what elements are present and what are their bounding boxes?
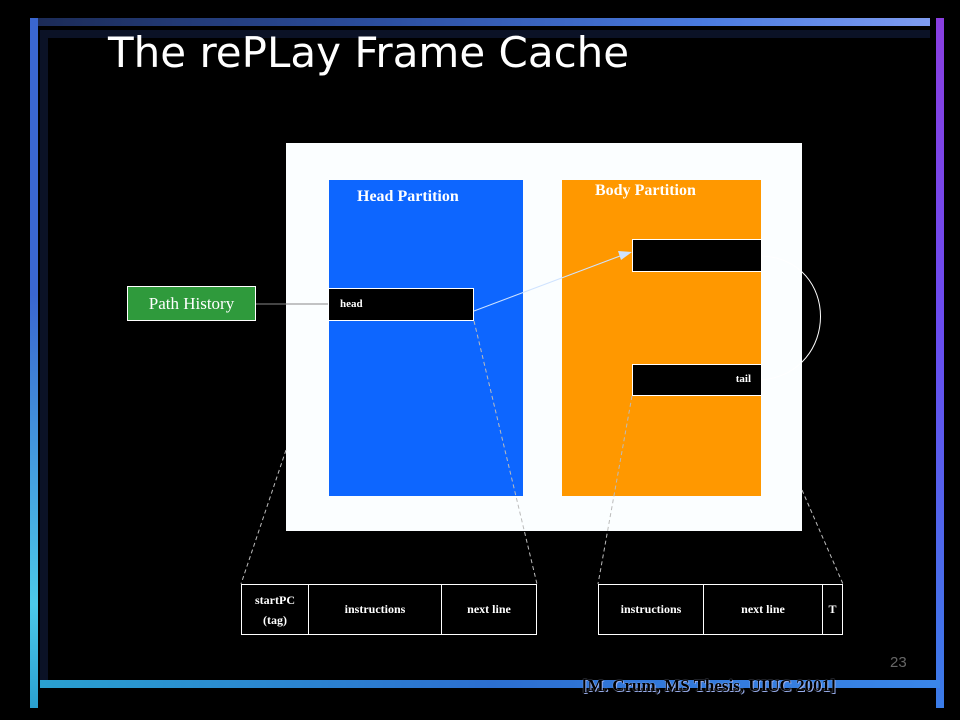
head-partition xyxy=(329,180,523,496)
startpc-field: startPC (tag) xyxy=(242,585,309,634)
body-partition-title: Body Partition xyxy=(595,182,696,199)
startpc-label: startPC xyxy=(255,592,295,607)
frame-shadow-top xyxy=(40,30,930,38)
dash-head-right xyxy=(473,320,538,585)
frame-shadow-left xyxy=(40,30,48,680)
instructions-field: instructions xyxy=(309,585,442,634)
next-line-field: next line xyxy=(704,585,823,634)
next-line-field: next line xyxy=(467,602,511,616)
dash-head-left xyxy=(240,449,287,585)
frame-bar-right xyxy=(936,18,944,708)
tail-slot: tail xyxy=(632,364,762,396)
head-to-body-arrow xyxy=(473,255,621,312)
instructions-field: instructions xyxy=(599,585,704,634)
head-slot-label: head xyxy=(340,298,363,310)
head-frame-format: startPC (tag) instructions next line xyxy=(241,584,537,635)
body-partition xyxy=(562,180,761,496)
arrow-head xyxy=(618,251,632,260)
body-slot xyxy=(632,239,762,272)
tail-loop-arrow xyxy=(761,255,821,381)
head-partition-title: Head Partition xyxy=(357,188,459,205)
slide-title: The rePLay Frame Cache xyxy=(108,28,630,77)
head-slot: head xyxy=(328,288,474,321)
frame-bar-left xyxy=(30,18,38,708)
page-number: 23 xyxy=(890,654,907,671)
dash-body-left xyxy=(597,395,633,585)
dash-body-right xyxy=(801,489,844,585)
tail-slot-label: tail xyxy=(735,373,751,385)
frame-bar-top xyxy=(30,18,930,26)
t-field: T xyxy=(828,602,837,616)
frame-bar-bottom xyxy=(40,680,940,688)
citation: [M. Crum, MS Thesis, UIUC 2001] xyxy=(582,676,836,695)
tag-label: (tag) xyxy=(263,612,287,627)
body-frame-format: instructions next line T xyxy=(598,584,843,635)
path-history-box: Path History xyxy=(127,286,256,321)
